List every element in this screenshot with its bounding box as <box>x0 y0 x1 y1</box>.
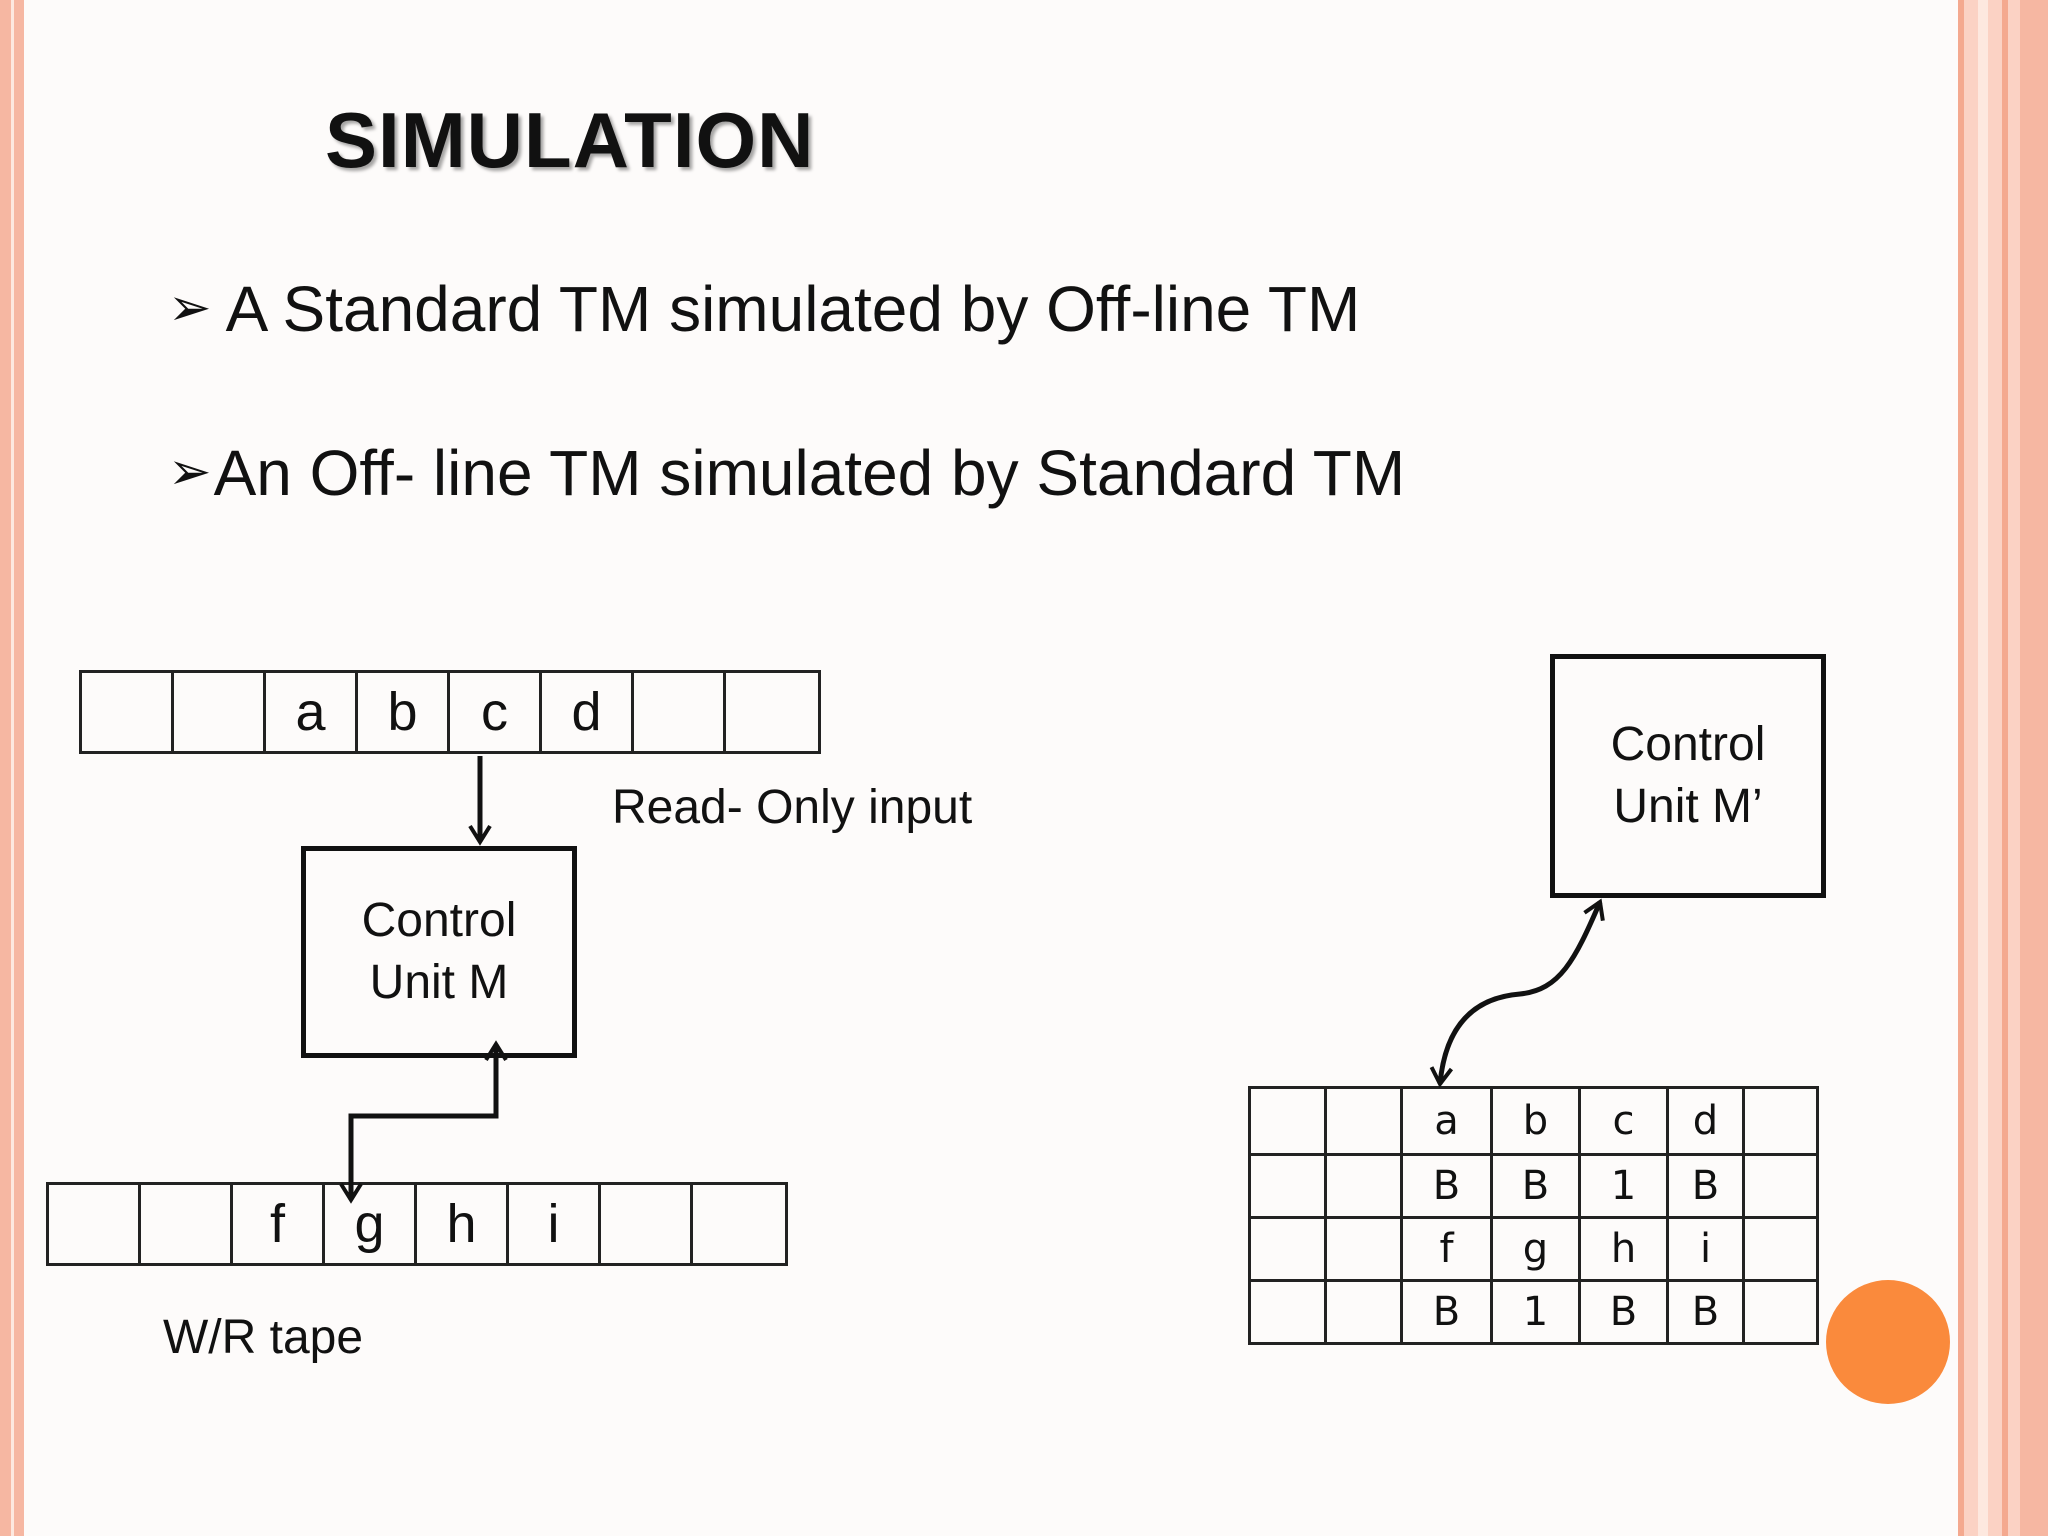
track-cell: h <box>1578 1216 1669 1282</box>
track-cell <box>1324 1086 1403 1156</box>
track-cell <box>1742 1279 1819 1345</box>
tape-cell <box>634 673 726 751</box>
track-row: B B 1 B <box>1248 1153 1819 1219</box>
track-cell: B <box>1666 1279 1745 1345</box>
track-cell <box>1248 1086 1327 1156</box>
tape-cell <box>49 1185 141 1263</box>
track-cell: B <box>1578 1279 1669 1345</box>
tape-cell <box>82 673 174 751</box>
track-cell: 1 <box>1578 1153 1669 1219</box>
track-cell <box>1742 1216 1819 1282</box>
tape-cell: g <box>325 1185 417 1263</box>
accent-circle <box>1826 1280 1950 1404</box>
control-unit-m-line1: Control <box>361 894 517 947</box>
bullet-1: ➢A Standard TM simulated by Off-line TM <box>168 272 1360 346</box>
track-cell: B <box>1490 1153 1581 1219</box>
track-cell <box>1324 1279 1403 1345</box>
tape-cell: c <box>450 673 542 751</box>
track-cell: B <box>1400 1279 1493 1345</box>
track-cell: g <box>1490 1216 1581 1282</box>
tape-cell: d <box>542 673 634 751</box>
tape-cell: h <box>417 1185 509 1263</box>
slide-title: SIMULATION <box>325 96 815 184</box>
control-unit-m-prime-line1: Control <box>1610 718 1766 771</box>
work-tape-label: W/R tape <box>163 1311 364 1364</box>
track-cell: d <box>1666 1086 1745 1156</box>
track-cell: B <box>1666 1153 1745 1219</box>
bullet-2-text: An Off- line TM simulated by Standard TM <box>213 437 1406 509</box>
read-only-input-tape: a b c d <box>79 670 821 754</box>
read-only-input-label: Read- Only input <box>612 781 973 834</box>
bullet-2: ➢An Off- line TM simulated by Standard T… <box>168 436 1405 510</box>
tape-cell <box>174 673 266 751</box>
right-border-stripes <box>1958 0 2048 1536</box>
track-cell: a <box>1400 1086 1493 1156</box>
track-row: a b c d <box>1248 1086 1819 1156</box>
tape-cell: f <box>233 1185 325 1263</box>
bullet-1-text: A Standard TM simulated by Off-line TM <box>225 273 1361 345</box>
track-row: f g h i <box>1248 1216 1819 1282</box>
track-cell <box>1324 1216 1403 1282</box>
tape-cell <box>601 1185 693 1263</box>
track-cell: c <box>1578 1086 1669 1156</box>
tape-cell: i <box>509 1185 601 1263</box>
track-row: B 1 B B <box>1248 1279 1819 1345</box>
track-cell <box>1742 1086 1819 1156</box>
track-cell: f <box>1400 1216 1493 1282</box>
control-unit-m-prime: Control Unit M’ <box>1550 654 1826 898</box>
control-unit-m-prime-line2: Unit M’ <box>1613 780 1763 833</box>
track-cell <box>1248 1279 1327 1345</box>
track-cell <box>1248 1216 1327 1282</box>
track-cell <box>1248 1153 1327 1219</box>
multi-track-tape: a b c d B B 1 B f g h i B 1 B B <box>1248 1086 1819 1345</box>
tape-cell: b <box>358 673 450 751</box>
track-cell: b <box>1490 1086 1581 1156</box>
track-cell: B <box>1400 1153 1493 1219</box>
track-cell <box>1324 1153 1403 1219</box>
control-unit-m-line2: Unit M <box>369 956 509 1009</box>
track-cell: i <box>1666 1216 1745 1282</box>
control-to-tracks-arrow <box>1429 898 1605 1088</box>
tape-cell: a <box>266 673 358 751</box>
track-cell: 1 <box>1490 1279 1581 1345</box>
bullet-arrow-icon: ➢ <box>168 442 212 502</box>
control-to-worktape-arrow <box>339 1040 508 1204</box>
tape-cell <box>141 1185 233 1263</box>
track-cell <box>1742 1153 1819 1219</box>
left-border-stripe <box>0 0 24 1536</box>
bullet-arrow-icon: ➢ <box>168 278 212 338</box>
